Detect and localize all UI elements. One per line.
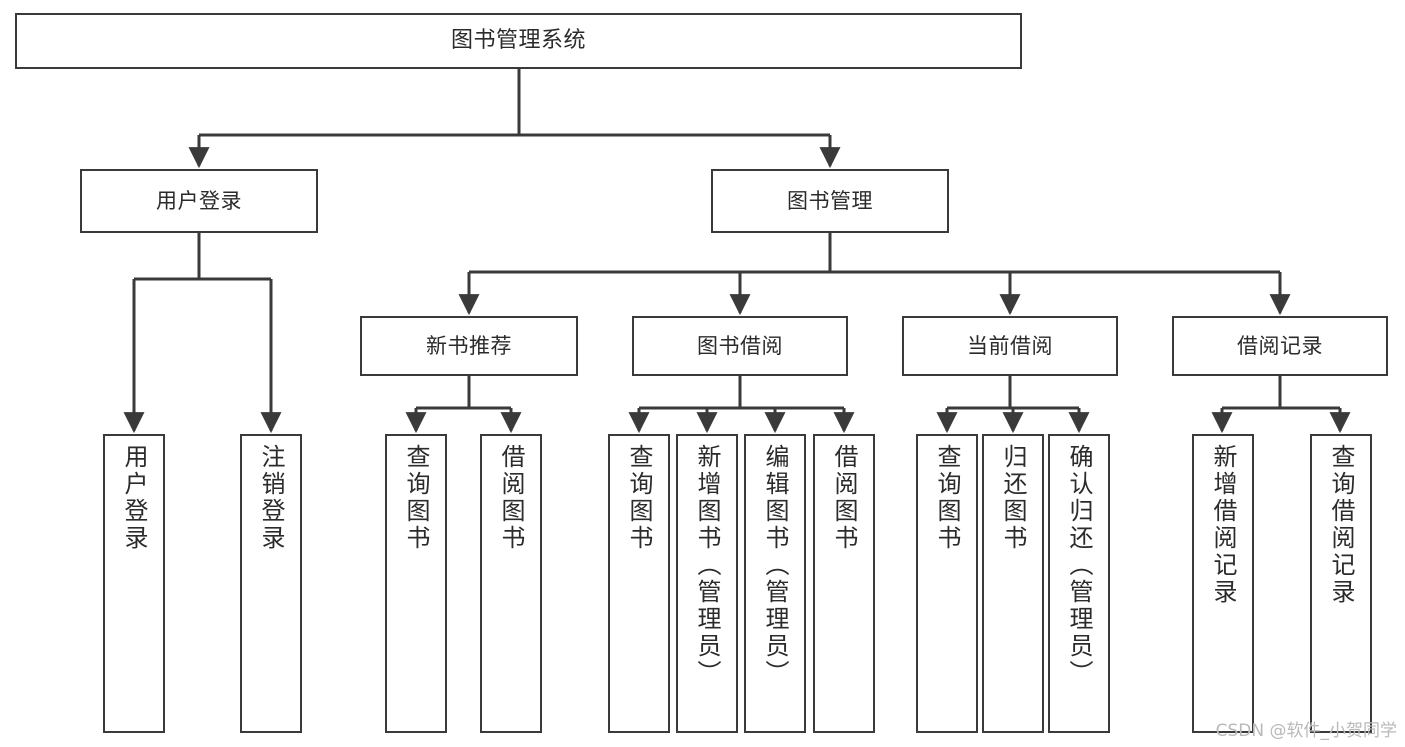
node-label: 新增图书（管理员） [693, 444, 721, 687]
leaf-add-book-admin[interactable]: 新增图书（管理员） [676, 434, 738, 733]
leaf-user-login[interactable]: 用户登录 [103, 434, 165, 733]
node-label: 图书管理系统 [450, 28, 586, 54]
node-label: 查询借阅记录 [1327, 444, 1355, 606]
node-label: 用户登录 [120, 444, 148, 552]
node-label: 归还图书 [999, 444, 1027, 552]
leaf-query-book-current[interactable]: 查询图书 [916, 434, 978, 733]
leaf-borrow-book[interactable]: 借阅图书 [813, 434, 875, 733]
node-label: 图书借阅 [697, 333, 783, 358]
node-current-borrowing[interactable]: 当前借阅 [902, 316, 1118, 376]
leaf-confirm-return-admin[interactable]: 确认归还（管理员） [1048, 434, 1110, 733]
node-label: 查询图书 [933, 444, 961, 552]
node-book-management[interactable]: 图书管理 [711, 169, 949, 233]
node-label: 查询图书 [402, 444, 430, 552]
node-label: 借阅图书 [497, 444, 525, 552]
node-label: 注销登录 [257, 444, 285, 552]
node-label: 确认归还（管理员） [1065, 444, 1093, 687]
node-label: 编辑图书（管理员） [761, 444, 789, 687]
node-label: 新书推荐 [426, 333, 512, 358]
leaf-logout[interactable]: 注销登录 [240, 434, 302, 733]
leaf-query-borrow-record[interactable]: 查询借阅记录 [1310, 434, 1372, 733]
csdn-watermark: CSDN @软件_小贺同学 [1215, 721, 1397, 741]
node-label: 借阅记录 [1237, 333, 1323, 358]
node-label: 借阅图书 [830, 444, 858, 552]
node-new-book-recommendation[interactable]: 新书推荐 [360, 316, 578, 376]
node-label: 查询图书 [625, 444, 653, 552]
node-user-login[interactable]: 用户登录 [80, 169, 318, 233]
node-label: 图书管理 [787, 188, 873, 213]
leaf-return-book[interactable]: 归还图书 [982, 434, 1044, 733]
leaf-borrow-book-recommend[interactable]: 借阅图书 [480, 434, 542, 733]
leaf-add-borrow-record[interactable]: 新增借阅记录 [1192, 434, 1254, 733]
leaf-edit-book-admin[interactable]: 编辑图书（管理员） [744, 434, 806, 733]
node-label: 当前借阅 [967, 333, 1053, 358]
node-book-borrowing[interactable]: 图书借阅 [632, 316, 848, 376]
node-label: 新增借阅记录 [1209, 444, 1237, 606]
node-root-book-management-system[interactable]: 图书管理系统 [15, 13, 1022, 69]
node-label: 用户登录 [156, 188, 242, 213]
leaf-query-book-borrow[interactable]: 查询图书 [608, 434, 670, 733]
leaf-query-book-recommend[interactable]: 查询图书 [385, 434, 447, 733]
node-borrowing-record[interactable]: 借阅记录 [1172, 316, 1388, 376]
